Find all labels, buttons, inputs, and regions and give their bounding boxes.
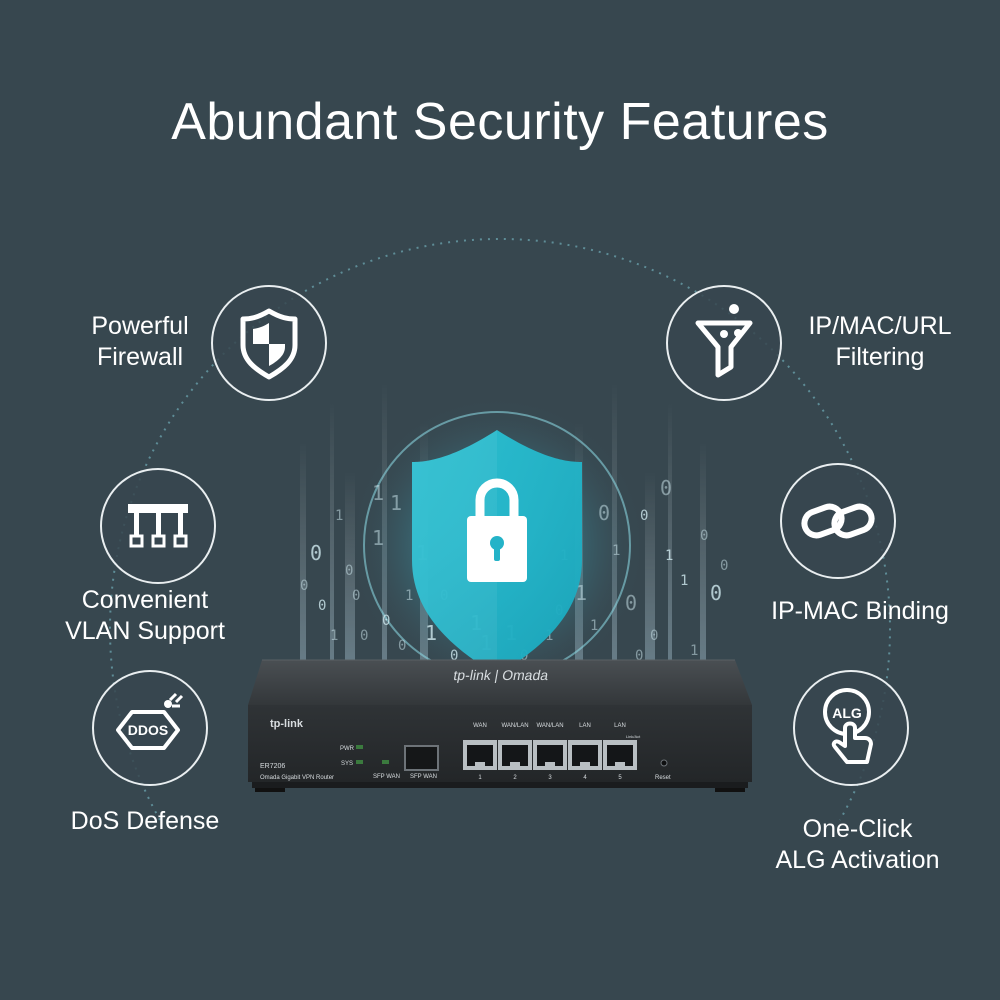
- page-title: Abundant Security Features: [171, 93, 829, 151]
- binary-digit: 1: [612, 543, 620, 559]
- feature-label-firewall: Powerful Firewall: [91, 312, 189, 371]
- vlan-icon: [128, 504, 188, 548]
- binary-digit: 0: [598, 501, 610, 525]
- port-labels: WAN 1 WAN/LAN 2 WAN/LAN 3 LAN 4 LAN 5: [473, 723, 626, 781]
- port-top-label: WAN: [473, 723, 487, 729]
- router-model: ER7206: [260, 763, 285, 770]
- binary-digit: 1: [680, 573, 688, 589]
- binary-digit: 0: [310, 541, 322, 565]
- binary-digit: 1: [405, 588, 413, 604]
- binary-digit: 0: [660, 476, 672, 500]
- reset-label: Reset: [655, 775, 671, 781]
- ddos-icon: DDOS: [116, 692, 184, 750]
- vlan-circle: [100, 468, 216, 584]
- binary-digit: 0: [300, 578, 308, 594]
- led-pwr-label: PWR: [340, 746, 355, 752]
- port-number: 4: [583, 775, 587, 781]
- feature-label-binding: IP-MAC Binding: [771, 597, 949, 625]
- binary-digit: 0: [345, 563, 353, 579]
- binary-digit: 0: [650, 628, 658, 644]
- filtering-circle: [666, 285, 782, 401]
- port-top-label: WAN/LAN: [536, 723, 563, 729]
- security-shield-icon: [412, 430, 582, 675]
- binary-digit: 0: [640, 508, 648, 524]
- feature-label-filtering: IP/MAC/URL Filtering: [808, 312, 952, 371]
- link-act-label: Link/Act: [626, 734, 641, 739]
- reset-hole: [660, 759, 668, 767]
- alg-circle: ALG: [793, 670, 909, 786]
- sfp-port-label: SFP WAN: [410, 774, 437, 780]
- router-top: [248, 660, 752, 705]
- ethernet-ports: [463, 740, 637, 770]
- alg-click-icon: ALG: [823, 688, 873, 764]
- port-number: 5: [618, 775, 622, 781]
- router-front-brand: tp-link: [270, 718, 304, 730]
- port-top-label: WAN/LAN: [501, 723, 528, 729]
- feature-label-vlan: Convenient VLAN Support: [65, 586, 225, 645]
- port-number: 1: [478, 775, 482, 781]
- binary-digit: 0: [318, 598, 326, 614]
- router-top-brand: tp-link | Omada: [452, 667, 550, 683]
- dos-circle: DDOS: [92, 670, 208, 786]
- link-icon: [801, 503, 875, 539]
- binary-digit: 1: [330, 628, 338, 644]
- filter-icon: [695, 304, 753, 378]
- binary-digit: 0: [352, 588, 360, 604]
- ethernet-port: [498, 740, 532, 770]
- binary-digit: 0: [398, 638, 406, 654]
- port-top-label: LAN: [614, 723, 626, 729]
- feature-label-dos: DoS Defense: [70, 807, 220, 835]
- binding-circle: [780, 463, 896, 579]
- router-subtitle: Omada Gigabit VPN Router: [260, 775, 334, 781]
- binary-digit: 0: [382, 613, 390, 629]
- ethernet-port: [603, 740, 637, 770]
- binary-digit: 1: [665, 548, 673, 564]
- firewall-circle: [211, 285, 327, 401]
- binary-digit: 0: [700, 528, 708, 544]
- binary-digit: 1: [390, 491, 402, 515]
- feature-label-alg: One-Click ALG Activation: [775, 815, 940, 874]
- binary-digit: 0: [450, 648, 458, 664]
- ddos-icon-text: DDOS: [128, 722, 168, 738]
- shield-icon: [240, 308, 298, 380]
- alg-icon-text: ALG: [832, 705, 862, 721]
- ethernet-port: [533, 740, 567, 770]
- binary-digit: 1: [545, 628, 553, 644]
- sfp-led-label: SFP WAN: [373, 774, 400, 780]
- led-sys-label: SYS: [341, 761, 353, 767]
- port-top-label: LAN: [579, 723, 591, 729]
- port-number: 3: [548, 775, 552, 781]
- binary-digit: 1: [590, 618, 598, 634]
- sfp-port: [404, 745, 439, 771]
- binary-digit: 0: [710, 581, 722, 605]
- binary-digit: 1: [425, 621, 437, 645]
- binary-digit: 0: [635, 648, 643, 664]
- ethernet-port: [568, 740, 602, 770]
- binary-digit: 1: [690, 643, 698, 659]
- binary-digit: 0: [360, 628, 368, 644]
- binary-digit: 0: [625, 591, 637, 615]
- ethernet-port: [463, 740, 497, 770]
- binary-digit: 0: [720, 558, 728, 574]
- binary-digit: 1: [372, 481, 384, 505]
- binary-digit: 1: [335, 508, 343, 524]
- binary-digit: 1: [372, 526, 384, 550]
- port-number: 2: [513, 775, 517, 781]
